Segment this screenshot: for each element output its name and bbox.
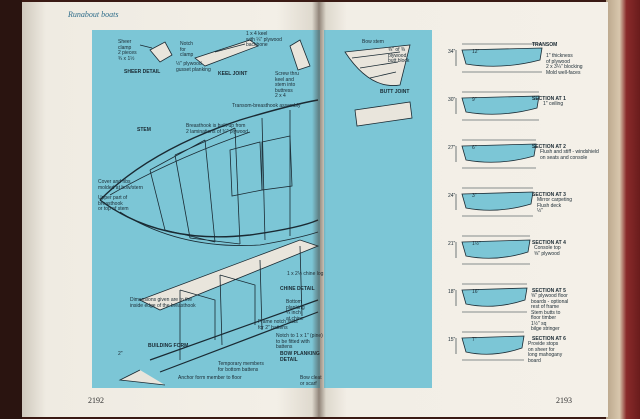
- section-shape: [461, 335, 525, 355]
- dimension-line: [455, 139, 536, 169]
- cover-deck-note: Cover and ribs molded at bow/stern: [98, 179, 144, 191]
- section-note: 1" thickness of plywood 2 x 3¼" blocking…: [546, 53, 583, 76]
- section-shape: [461, 191, 534, 211]
- section-title: SECTION AT 4: [532, 240, 566, 246]
- sheer-clamp-note: Sheer clamp 2 pieces ¾ x 1½: [118, 39, 137, 62]
- bow-cleats-note: Bow cleat or scarf: [300, 375, 322, 387]
- section-note: Mirror carpeting Flush deck ½": [537, 197, 573, 214]
- section-title: TRANSOM: [532, 42, 558, 48]
- notch-note: Notch for clamp: [180, 41, 194, 58]
- dimension-label: 27": [448, 145, 456, 151]
- page-number-right: 2193: [556, 396, 572, 405]
- section-shape: [461, 143, 537, 163]
- anchor-form-note: Anchor form member to floor: [178, 375, 242, 381]
- dimension-label: 12": [472, 49, 480, 55]
- running-head: Runabout boats: [68, 10, 119, 19]
- dimension-label: 7": [472, 337, 477, 343]
- dimension-label: 21": [448, 241, 456, 247]
- notch-chine-note: Notch to 1 x 1" (pine) to be fitted with…: [276, 333, 323, 350]
- page-number-left: 2192: [88, 396, 104, 405]
- stem-note: Screw thru keel and stem into buttress 2…: [275, 71, 299, 99]
- two-inch-note: 2": [118, 351, 123, 357]
- dimension-line: [455, 283, 527, 313]
- keel-pieces-note: 1 x 4 keel with ¼" plywood backbone: [246, 31, 282, 48]
- butt-note: ⅜" of ⅜ plywood butt block: [388, 47, 410, 64]
- section-title: SECTION AT 3: [532, 192, 566, 198]
- section-note: 1" ceiling: [543, 101, 564, 107]
- left-illustration-panel: [92, 30, 320, 388]
- section-note: Console top ⅝" plywood: [534, 245, 561, 257]
- section-shape: [461, 287, 528, 307]
- dimension-label: 3": [472, 193, 477, 199]
- dimension-line: [455, 43, 542, 73]
- chine-detail-label: CHINE DETAIL: [280, 286, 315, 292]
- bow-stem-note: Bow stem: [362, 39, 384, 45]
- dimension-label: 15": [448, 337, 456, 343]
- book-shadow: [0, 0, 22, 419]
- dimension-label: 34": [448, 49, 456, 55]
- plywood-gusset-note: ½" plywood gusset planking: [176, 61, 211, 73]
- dimension-line: [455, 235, 530, 265]
- section-title: SECTION AT 2: [532, 144, 566, 150]
- bottom-planking-note: Bottom planking ¼ inch at chine: [286, 299, 305, 322]
- section-shape: [461, 47, 543, 67]
- book-gutter: [312, 0, 326, 419]
- butt-joint-label: BUTT JOINT: [380, 89, 410, 95]
- section-shape: [461, 239, 531, 259]
- dimension-label: 24": [448, 193, 456, 199]
- dimension-label: 18": [448, 289, 456, 295]
- section-title: SECTION AT 6: [532, 336, 566, 342]
- section-shape: [461, 95, 540, 115]
- section-note: Provide stops on sheer for long mahogany…: [528, 341, 563, 364]
- dimension-line: [455, 91, 539, 121]
- breasthook-note: Breasthook is built-up from 2 lamination…: [186, 123, 249, 135]
- right-illustration-panel: [324, 30, 432, 388]
- stem-label: STEM: [137, 127, 151, 133]
- upper-breasthook-note: Upper part of breasthook or top of stem: [98, 195, 129, 212]
- temp-members-note: Temporary members for bottom battens: [218, 361, 264, 373]
- transom-assembly-note: Transom-breasthook assembly: [232, 103, 301, 109]
- frame-slots-note: Frame notch slots for 2" battens: [258, 319, 298, 331]
- dimension-label: 30": [448, 97, 456, 103]
- keel-joint-label: KEEL JOINT: [218, 71, 248, 77]
- book-cover-edge: [606, 0, 640, 419]
- section-title: SECTION AT 1: [532, 96, 566, 102]
- dimension-label: 16": [472, 289, 480, 295]
- building-form-label: BUILDING FORM: [148, 343, 189, 349]
- section-note: Flush and stiff - windshield on seats an…: [540, 149, 599, 161]
- chine-log-note: 1 x 2½ chine log: [287, 271, 324, 277]
- section-note: ⅝" plywood floor boards - optional rest …: [531, 293, 569, 332]
- dimension-label: 1½": [472, 241, 481, 247]
- dimension-line: [455, 187, 533, 217]
- dimension-line: [455, 331, 524, 361]
- bow-planking-label: BOW PLANKING DETAIL: [280, 351, 320, 363]
- sheer-detail-label: SHEER DETAIL: [124, 69, 161, 75]
- section-title: SECTION AT 5: [532, 288, 566, 294]
- dimension-label: 9": [472, 97, 477, 103]
- dimensions-note: Dimensions given are to the inside edge …: [130, 297, 196, 309]
- dimension-label: 6": [472, 145, 477, 151]
